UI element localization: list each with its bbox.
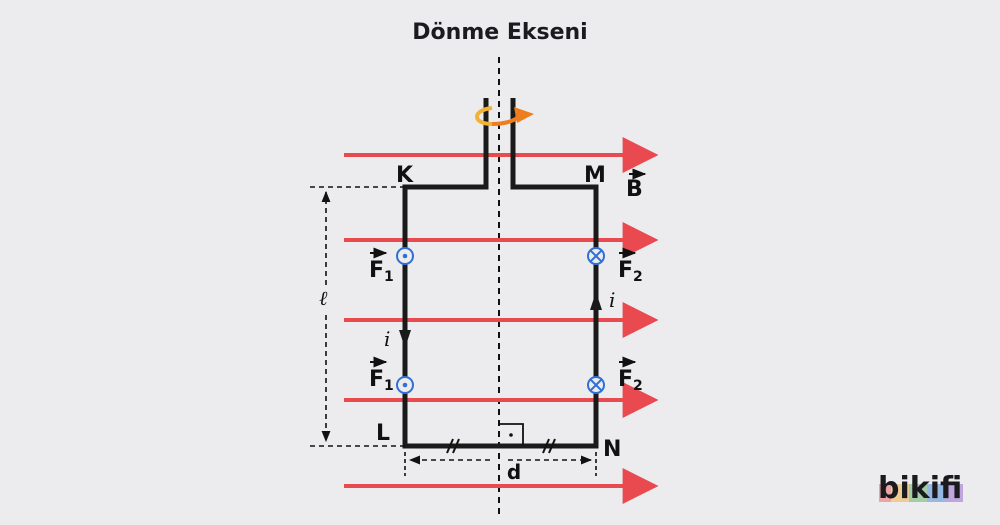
current-label-right: i bbox=[609, 288, 615, 312]
svg-text:F1: F1 bbox=[369, 367, 394, 394]
current-loop bbox=[402, 98, 599, 449]
width-label: d bbox=[507, 460, 521, 484]
corner-label-m: M bbox=[584, 163, 606, 188]
length-dimension: ℓ bbox=[310, 186, 405, 447]
magnetic-field-lines bbox=[344, 137, 659, 504]
force-label-f2-bottom: F2 bbox=[618, 356, 643, 394]
bikifi-logo: bikifi bbox=[878, 471, 963, 506]
right-angle-icon bbox=[499, 423, 524, 446]
field-label-b: B bbox=[626, 177, 643, 202]
rotation-arrow-icon bbox=[475, 106, 534, 126]
current-down-arrow-icon bbox=[399, 330, 411, 348]
corner-label-l: L bbox=[376, 421, 390, 446]
out-of-page-icon bbox=[396, 376, 414, 394]
svg-text:F2: F2 bbox=[618, 258, 643, 285]
force-label-f2-top: F2 bbox=[618, 247, 643, 285]
svg-text:F1: F1 bbox=[369, 258, 394, 285]
current-up-arrow-icon bbox=[590, 292, 602, 310]
field-vector-label: B bbox=[626, 168, 647, 202]
corner-label-n: N bbox=[603, 437, 621, 462]
into-page-icon bbox=[587, 376, 605, 394]
force-label-f1-top: F1 bbox=[369, 247, 394, 285]
force-label-f1-bottom: F1 bbox=[369, 356, 394, 394]
svg-text:F2: F2 bbox=[618, 367, 643, 394]
into-page-icon bbox=[587, 247, 605, 265]
width-dimension: d bbox=[404, 452, 597, 484]
corner-label-k: K bbox=[396, 163, 414, 188]
logo-text: bikifi bbox=[878, 471, 962, 506]
equal-tick-marks bbox=[446, 438, 556, 454]
diagram-title: Dönme Ekseni bbox=[412, 20, 587, 45]
out-of-page-icon bbox=[396, 247, 414, 265]
length-label: ℓ bbox=[319, 286, 328, 310]
current-label-left: i bbox=[384, 327, 390, 351]
